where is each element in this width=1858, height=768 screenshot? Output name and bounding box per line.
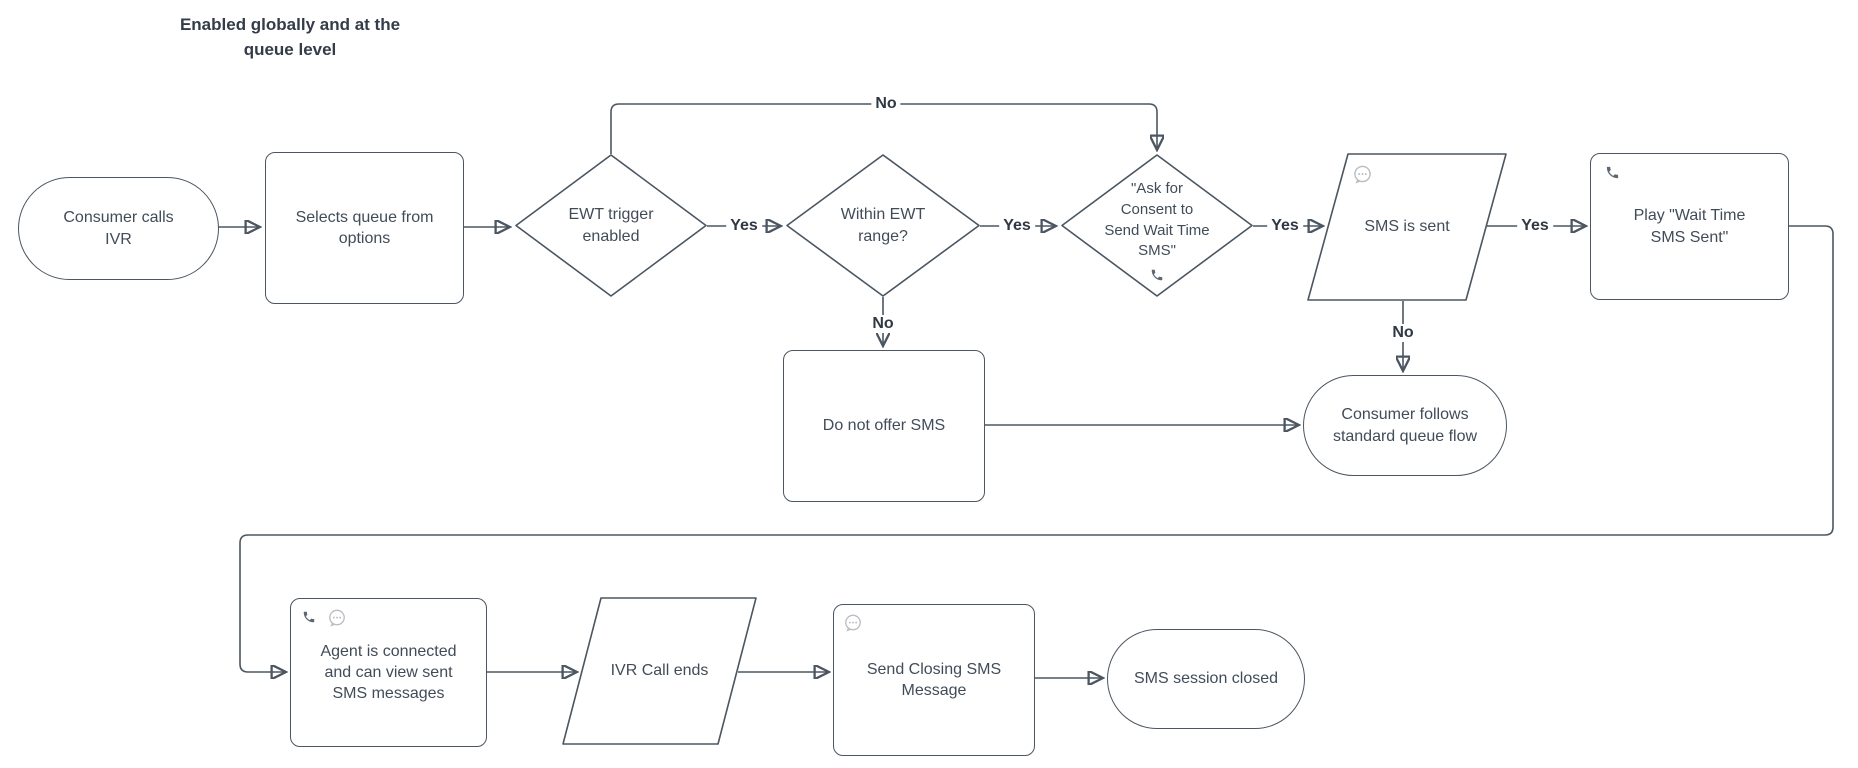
node-label: "Ask for Consent to Send Wait Time SMS" xyxy=(1104,180,1210,260)
node-label: Consumer calls IVR xyxy=(63,209,174,248)
node-consumer-follows-standard-queue-flow: Consumer follows standard queue flow xyxy=(1303,375,1507,476)
node-do-not-offer-sms: Do not offer SMS xyxy=(783,350,985,502)
diamond-shape xyxy=(515,154,707,297)
node-send-closing-sms: Send Closing SMS Message xyxy=(833,604,1035,756)
node-within-ewt-range: Within EWT range? xyxy=(786,154,980,297)
node-ivr-call-ends: IVR Call ends xyxy=(562,597,757,745)
node-play-wait-time-sms-sent: Play "Wait Time SMS Sent" xyxy=(1590,153,1789,300)
node-label: Agent is connected and can view sent SMS… xyxy=(320,642,457,703)
node-label: Selects queue from options xyxy=(295,208,434,247)
edge-label-yes-sms-sent: Yes xyxy=(1517,217,1553,235)
diamond-shape xyxy=(1061,154,1253,297)
parallelogram-shape xyxy=(562,597,757,745)
node-agent-connected: Agent is connected and can view sent SMS… xyxy=(290,598,487,747)
node-label: SMS is sent xyxy=(1364,218,1450,236)
phone-icon xyxy=(302,610,316,624)
edge-label-yes-ask-consent: Yes xyxy=(1267,217,1303,235)
node-label: Consumer follows standard queue flow xyxy=(1332,406,1478,445)
phone-icon xyxy=(1605,165,1620,180)
edge-label-no-within-ewt: No xyxy=(868,315,898,333)
edge-label-no-ewt-trigger: No xyxy=(871,95,901,113)
diamond-shape xyxy=(786,154,980,297)
node-selects-queue: Selects queue from options xyxy=(265,152,464,304)
node-label: Send Closing SMS Message xyxy=(866,660,1002,699)
node-label: IVR Call ends xyxy=(610,662,709,680)
edge-label-yes-within-ewt: Yes xyxy=(999,217,1035,235)
speech-bubble-icon xyxy=(327,609,347,628)
node-label: EWT trigger enabled xyxy=(568,206,654,245)
node-label: Within EWT range? xyxy=(840,206,926,245)
node-label: SMS session closed xyxy=(1133,670,1279,688)
diagram-title: Enabled globally and at the queue level xyxy=(179,15,401,59)
node-consumer-calls-ivr: Consumer calls IVR xyxy=(18,177,219,280)
node-ask-consent: "Ask for Consent to Send Wait Time SMS" xyxy=(1061,154,1253,297)
node-label: Do not offer SMS xyxy=(822,417,946,435)
speech-bubble-icon xyxy=(843,614,863,633)
edge-label-no-sms-sent: No xyxy=(1388,324,1418,342)
node-ewt-trigger-enabled: EWT trigger enabled xyxy=(515,154,707,297)
node-sms-is-sent: SMS is sent xyxy=(1307,153,1507,301)
node-sms-session-closed: SMS session closed xyxy=(1107,629,1305,729)
edge-play-wait-to-agent-connected xyxy=(239,225,1834,672)
edge-label-yes-ewt-trigger: Yes xyxy=(726,217,762,235)
speech-bubble-icon xyxy=(1352,165,1373,185)
phone-icon xyxy=(1150,268,1164,282)
parallelogram-shape xyxy=(1307,153,1507,301)
node-label: Play "Wait Time SMS Sent" xyxy=(1633,207,1746,246)
